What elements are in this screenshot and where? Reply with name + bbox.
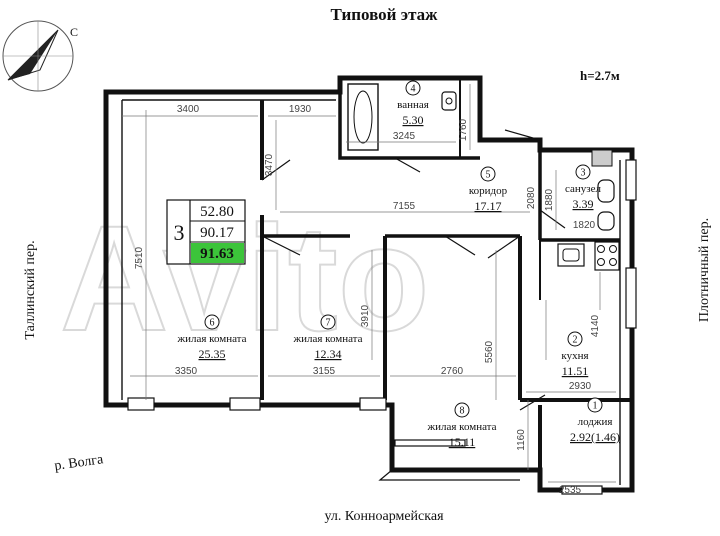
total-highlight [191,243,244,263]
room-number-circle [320,314,336,330]
street-right: Плотничный пер. [697,218,712,322]
dim-3350: 3350 [175,366,198,377]
dim-3245: 3245 [393,131,416,142]
room-name: лоджия [578,416,613,428]
living-area-value: 52.80 [200,204,234,220]
room-label: 4 ванная 5.30 [397,80,429,127]
room-area: 25.35 [199,347,226,361]
compass-icon [2,20,74,92]
dim-7155: 7155 [393,201,416,212]
room-number: 5 [486,170,491,181]
dimension-lines [122,84,616,483]
dim-2930: 2930 [569,381,592,392]
ceiling-height: h=2.7м [580,68,620,83]
room-area: 17.17 [475,199,502,213]
dim-1820: 1820 [573,220,596,231]
room-number-circle [480,166,496,182]
dim-7510: 7510 [134,246,145,269]
total-with-loggia-value: 91.63 [200,246,234,262]
dim-4140: 4140 [590,314,601,337]
room-area: 15.11 [449,435,476,449]
dim-2535: 2535 [559,485,582,496]
room-label: 3 санузел 3.39 [565,164,602,211]
room-name: ванная [397,99,429,111]
room-area: 12.34 [315,347,342,361]
room-name: жилая комната [292,333,362,345]
area-summary [166,199,246,265]
dim-1760: 1760 [458,118,469,141]
room-name: жилая комната [426,421,496,433]
door-swings [261,129,566,411]
dim-3470: 3470 [264,153,275,176]
room-label: 2 кухня 11.51 [561,331,589,378]
kitchen-stove-icon [594,241,620,271]
dim-1880: 1880 [544,188,555,211]
room-number: 7 [326,318,331,329]
room-count: 3 [174,220,185,245]
street-left: Таллинский пер. [23,240,38,339]
dim-1930: 1930 [289,104,312,115]
room-number: 3 [581,168,586,179]
room-label: 1 лоджия 2.92(1.46) [570,397,620,444]
street-bottom: ул. Конноармейская [324,509,444,524]
room-area: 2.92(1.46) [570,430,620,444]
bathroom-walls [338,78,480,160]
room-number: 4 [411,84,416,95]
room-number-circle [567,331,583,347]
interior-walls [260,100,620,400]
room-label: 5 коридор 17.17 [469,166,508,213]
dim-5560: 5560 [484,340,495,363]
room-number-circle [587,397,603,413]
compass-north-label: С [70,25,78,39]
total-area-value: 90.17 [200,225,234,241]
room-number: 1 [593,401,598,412]
room-area: 5.30 [403,113,424,127]
dim-3910: 3910 [360,304,371,327]
windows [127,159,637,495]
loggia-outline [378,405,540,481]
dim-2080: 2080 [526,186,537,209]
river-label: р. Волга [53,452,104,474]
room-number-circle [454,402,470,418]
dim-3400: 3400 [177,104,200,115]
room-number: 2 [573,335,578,346]
room-name: коридор [469,185,508,197]
room-number-circle [204,314,220,330]
room-number-circle [405,80,421,96]
sink-icon [441,91,457,111]
room-area: 11.51 [562,364,589,378]
dim-3155: 3155 [313,366,336,377]
room-number-circle [575,164,591,180]
room-label: 8 жилая комната 15.11 [426,402,497,449]
toilet-icon [591,149,615,231]
kitchen-sink-icon [557,243,585,267]
dim-2760: 2760 [441,366,464,377]
plan-title: Типовой этаж [331,5,439,24]
room-number: 8 [460,406,465,417]
room-area: 3.39 [573,197,594,211]
room-label: 6 жилая комната 25.35 [176,314,247,361]
room-name: кухня [561,350,588,362]
room-name: санузел [565,183,602,195]
room-name: жилая комната [176,333,246,345]
room-label: 7 жилая комната 12.34 [292,314,363,361]
room-number: 6 [210,318,215,329]
room-labels: 4 ванная 5.30 5 коридор 17.17 3 санузел 3.39 6 жил… [176,80,620,449]
dim-1160: 1160 [516,429,527,451]
